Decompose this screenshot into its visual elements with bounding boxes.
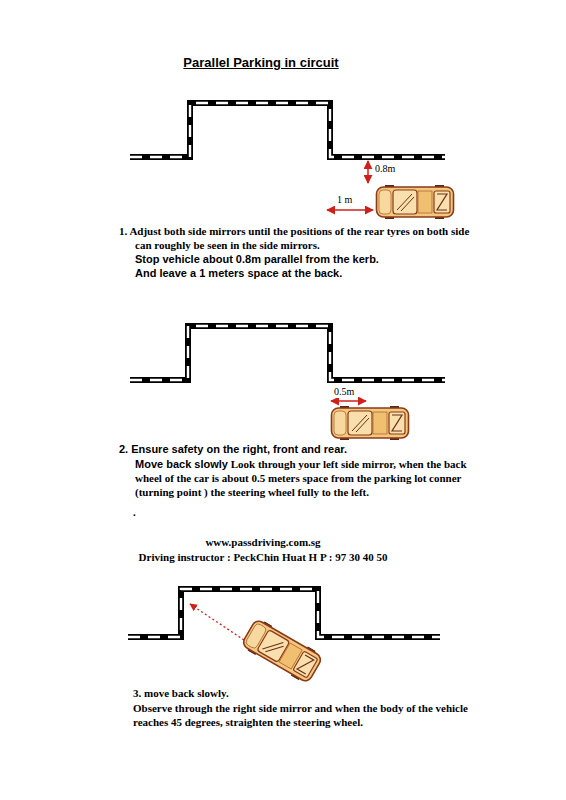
- page-title: Parallel Parking in circuit: [183, 55, 338, 70]
- step-text: 2. Ensure safety on the right, front and…: [119, 442, 347, 456]
- instructor-contact: Driving instructor : PeckChin Huat H P :…: [139, 550, 388, 564]
- step-text: 3. move back slowly.: [133, 686, 229, 700]
- stray-mark: .: [133, 505, 136, 519]
- step-text: 1. Adjust both side mirrors until the po…: [119, 224, 481, 252]
- step-text: And leave a 1 meters space at the back.: [135, 266, 342, 280]
- dimension-label: 1 m: [336, 194, 353, 206]
- dimension-label: 0.5m: [333, 386, 355, 398]
- website: www.passdriving.com.sg: [205, 535, 320, 549]
- step-text-group: Move back slowly Look through your left …: [135, 457, 480, 499]
- dimension-label: 0.8m: [374, 163, 396, 175]
- step-text: Move back slowly: [135, 458, 228, 470]
- step-text: Observe through the right side mirror an…: [133, 701, 468, 729]
- step-text: Stop vehicle about 0.8m parallel from th…: [135, 252, 379, 266]
